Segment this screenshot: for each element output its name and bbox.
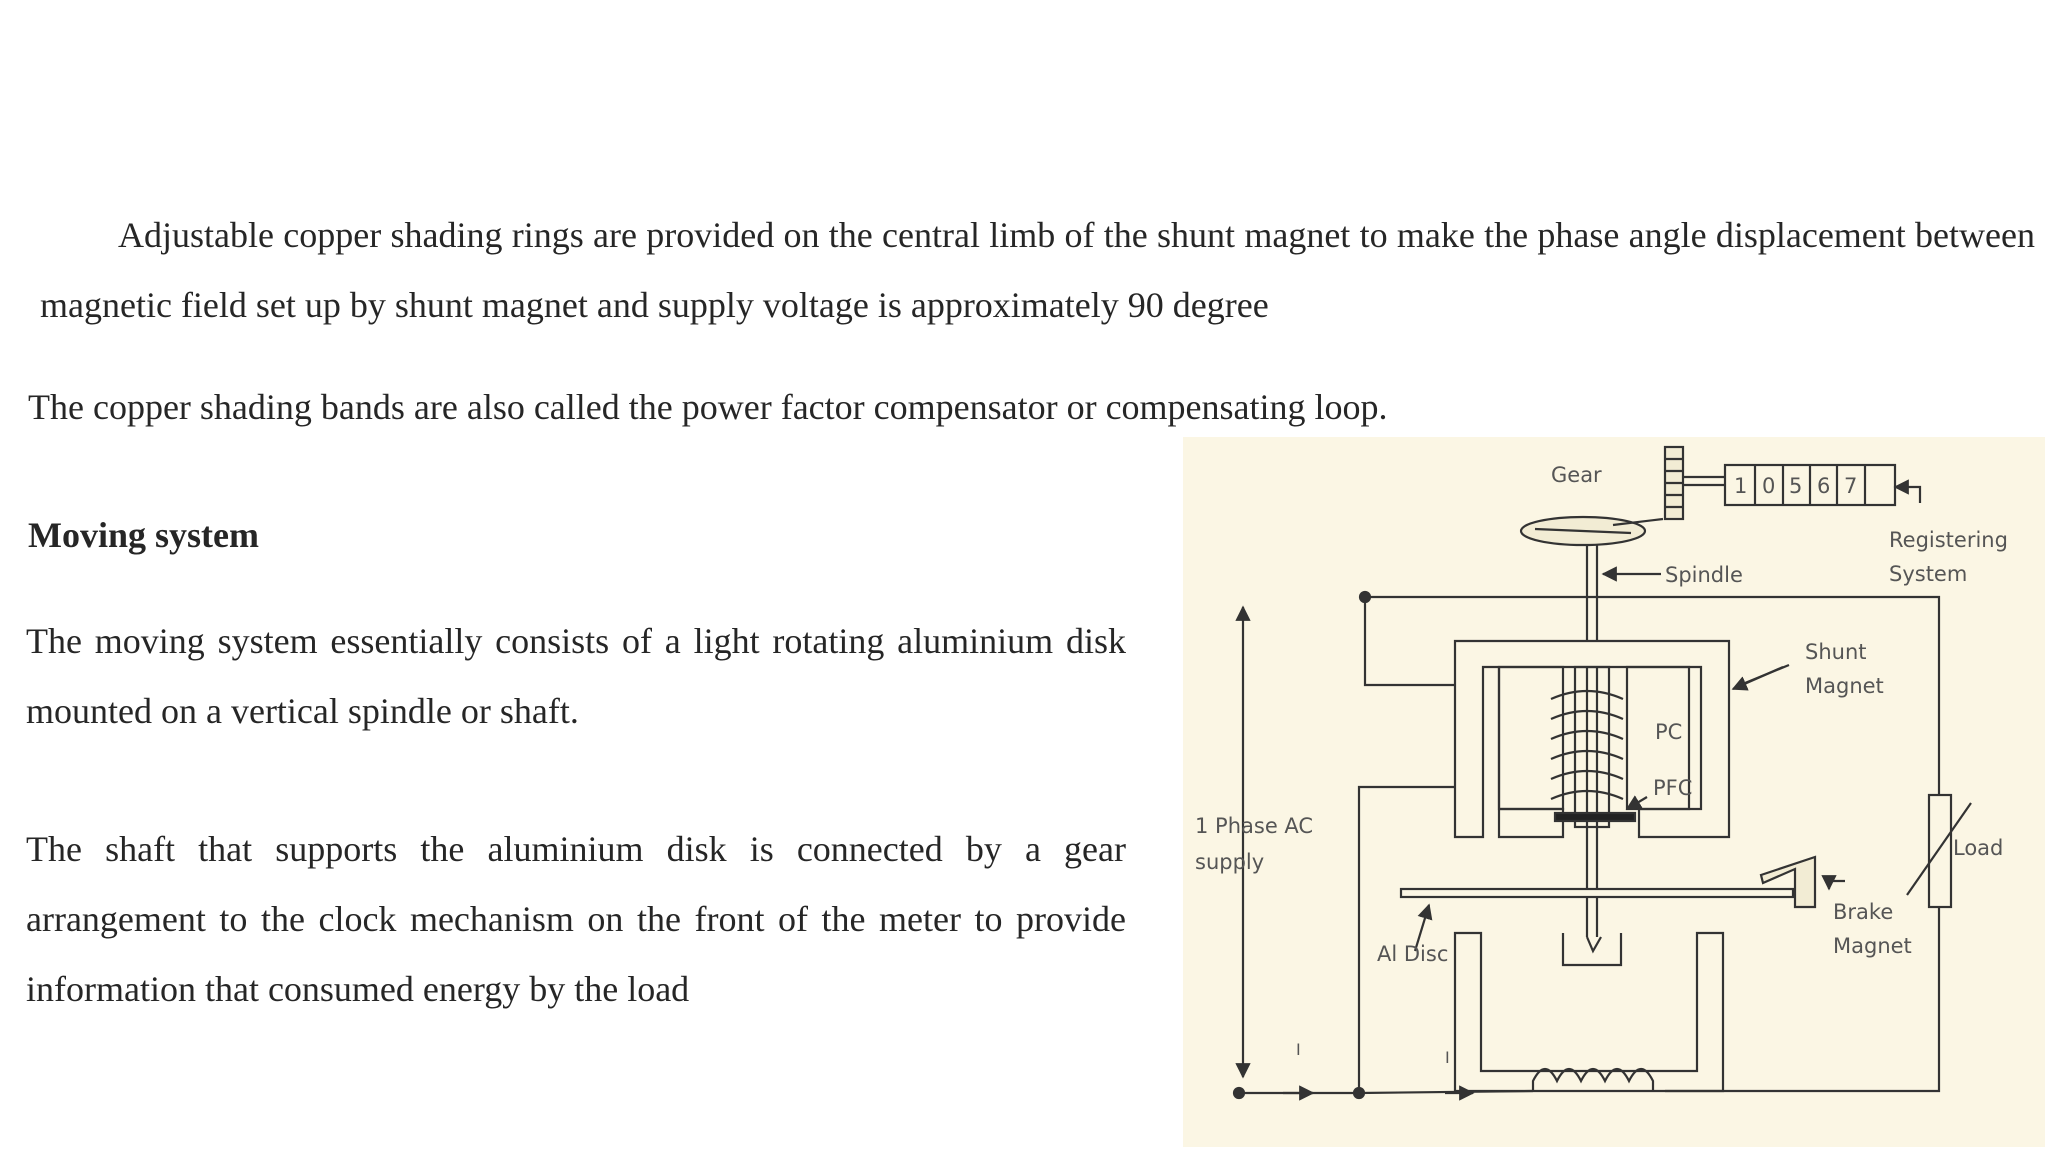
gear-label: Gear	[1551, 463, 1602, 487]
paragraph-shading-rings: Adjustable copper shading rings are prov…	[40, 215, 2035, 325]
shunt-magnet-label: Magnet	[1805, 674, 1884, 698]
spindle-label: Spindle	[1665, 563, 1743, 587]
supply-label: supply	[1195, 850, 1264, 874]
register-digit: 7	[1844, 474, 1857, 498]
section-heading: Moving system	[28, 515, 259, 555]
system-label: System	[1889, 562, 1967, 586]
brake-label: Brake	[1833, 900, 1893, 924]
current-label-2: I	[1445, 1048, 1450, 1067]
register-digit: 1	[1734, 474, 1747, 498]
paragraph-compensator: The copper shading bands are also called…	[28, 387, 1388, 427]
diagram-background	[1183, 437, 2045, 1147]
load-label: Load	[1953, 836, 2003, 860]
register-digits: 1 0 5 6 7	[1734, 474, 1857, 498]
al-disc-label: Al Disc	[1377, 942, 1448, 966]
paragraph-moving-system: The moving system essentially consists o…	[26, 621, 1126, 731]
aluminium-disc	[1399, 887, 1795, 899]
register-digit: 0	[1762, 474, 1775, 498]
phase-ac-label: 1 Phase AC	[1195, 814, 1313, 838]
pfc-label: PFC	[1653, 776, 1692, 800]
brake-magnet-label: Magnet	[1833, 934, 1912, 958]
shunt-label: Shunt	[1805, 640, 1867, 664]
current-label-1: I	[1296, 1040, 1301, 1059]
energy-meter-diagram: Gear Spindle Registering System Shunt Ma…	[1183, 437, 2045, 1147]
registering-label: Registering	[1889, 528, 2008, 552]
register-digit: 5	[1789, 474, 1802, 498]
pc-label: PC	[1655, 720, 1682, 744]
register-digit: 6	[1817, 474, 1830, 498]
paragraph-shaft: The shaft that supports the aluminium di…	[26, 829, 1126, 1009]
